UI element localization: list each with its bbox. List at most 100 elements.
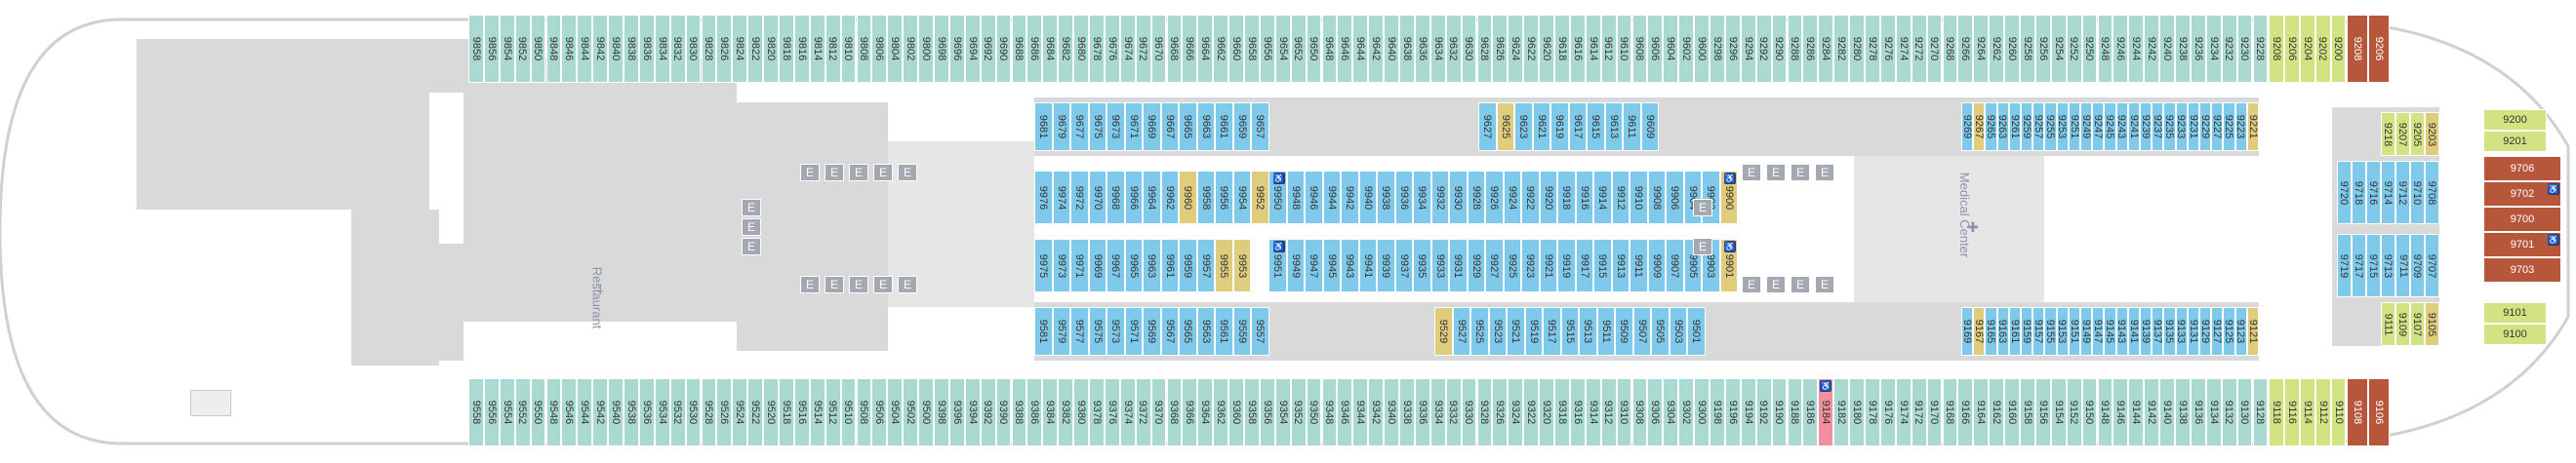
cabin-9660[interactable]: 9660: [1228, 15, 1244, 83]
cabin-9529[interactable]: 9529: [1434, 307, 1453, 356]
cabin-9253[interactable]: 9253: [2056, 102, 2069, 151]
cabin-9719[interactable]: 9719: [2337, 234, 2352, 297]
cabin-9949[interactable]: 9949: [1286, 239, 1305, 292]
cabin-9842[interactable]: 9842: [592, 15, 609, 83]
cabin-9160[interactable]: 9160: [2004, 378, 2020, 446]
cabin-9932[interactable]: 9932: [1430, 171, 1449, 224]
cabin-9511[interactable]: 9511: [1596, 307, 1615, 356]
cabin-9302[interactable]: 9302: [1678, 378, 1695, 446]
cabin-9268[interactable]: 9268: [1942, 15, 1958, 83]
cabin-9686[interactable]: 9686: [1026, 15, 1043, 83]
cabin-9141[interactable]: 9141: [2127, 307, 2140, 356]
cabin-9802[interactable]: 9802: [903, 15, 919, 83]
cabin-9238[interactable]: 9238: [2175, 15, 2191, 83]
cabin-9136[interactable]: 9136: [2190, 378, 2206, 446]
cabin-9808[interactable]: 9808: [856, 15, 872, 83]
cabin-9934[interactable]: 9934: [1413, 171, 1431, 224]
cabin-9663[interactable]: 9663: [1196, 102, 1215, 151]
cabin-9600[interactable]: 9600: [1694, 15, 1710, 83]
cabin-9844[interactable]: 9844: [577, 15, 593, 83]
cabin-9138[interactable]: 9138: [2175, 378, 2191, 446]
cabin-9556[interactable]: 9556: [483, 378, 500, 446]
cabin-9632[interactable]: 9632: [1445, 15, 1462, 83]
cabin-9964[interactable]: 9964: [1143, 171, 1161, 224]
cabin-9680[interactable]: 9680: [1073, 15, 1089, 83]
cabin-9294[interactable]: 9294: [1740, 15, 1756, 83]
cabin-9669[interactable]: 9669: [1143, 102, 1161, 151]
cabin-9644[interactable]: 9644: [1352, 15, 1369, 83]
cabin-9672[interactable]: 9672: [1135, 15, 1151, 83]
cabin-9612[interactable]: 9612: [1600, 15, 1617, 83]
cabin-9390[interactable]: 9390: [995, 378, 1012, 446]
cabin-9225[interactable]: 9225: [2223, 102, 2235, 151]
cabin-9146[interactable]: 9146: [2113, 378, 2129, 446]
cabin-9654[interactable]: 9654: [1274, 15, 1291, 83]
cabin-9143[interactable]: 9143: [2115, 307, 2128, 356]
cabin-9509[interactable]: 9509: [1615, 307, 1633, 356]
cabin-9386[interactable]: 9386: [1026, 378, 1043, 446]
cabin-9340[interactable]: 9340: [1384, 378, 1399, 446]
cabin-9611[interactable]: 9611: [1623, 102, 1641, 151]
cabin-9322[interactable]: 9322: [1523, 378, 1540, 446]
cabin-9150[interactable]: 9150: [2081, 378, 2098, 446]
cabin-9846[interactable]: 9846: [561, 15, 578, 83]
cabin-9501[interactable]: 9501: [1687, 307, 1706, 356]
cabin-9938[interactable]: 9938: [1377, 171, 1395, 224]
cabin-9247[interactable]: 9247: [2092, 102, 2105, 151]
cabin-9388[interactable]: 9388: [1011, 378, 1027, 446]
cabin-9298[interactable]: 9298: [1710, 15, 1725, 83]
cabin-9569[interactable]: 9569: [1143, 307, 1161, 356]
cabin-9528[interactable]: 9528: [701, 378, 717, 446]
cabin-9814[interactable]: 9814: [809, 15, 825, 83]
cabin-9237[interactable]: 9237: [2152, 102, 2164, 151]
cabin-9204[interactable]: 9204: [2299, 15, 2315, 83]
cabin-9636[interactable]: 9636: [1414, 15, 1430, 83]
cabin-9396[interactable]: 9396: [948, 378, 965, 446]
cabin-9131[interactable]: 9131: [2187, 307, 2199, 356]
cabin-9913[interactable]: 9913: [1611, 239, 1630, 292]
cabin-9232[interactable]: 9232: [2221, 15, 2237, 83]
cabin-9820[interactable]: 9820: [763, 15, 779, 83]
cabin-9972[interactable]: 9972: [1070, 171, 1089, 224]
cabin-9954[interactable]: 9954: [1232, 171, 1251, 224]
cabin-9694[interactable]: 9694: [964, 15, 981, 83]
cabin-9269[interactable]: 9269: [1961, 102, 1974, 151]
cabin-9646[interactable]: 9646: [1337, 15, 1353, 83]
cabin-9900[interactable]: 9900♿: [1719, 171, 1738, 224]
cabin-9129[interactable]: 9129: [2199, 307, 2212, 356]
cabin-9540[interactable]: 9540: [608, 378, 624, 446]
cabin-9920[interactable]: 9920: [1539, 171, 1557, 224]
cabin-9935[interactable]: 9935: [1413, 239, 1431, 292]
cabin-9671[interactable]: 9671: [1124, 102, 1143, 151]
cabin-9720[interactable]: 9720: [2337, 161, 2352, 224]
cabin-9968[interactable]: 9968: [1107, 171, 1125, 224]
cabin-9715[interactable]: 9715: [2366, 234, 2381, 297]
cabin-9354[interactable]: 9354: [1274, 378, 1291, 446]
cabin-9676[interactable]: 9676: [1104, 15, 1120, 83]
cabin-9290[interactable]: 9290: [1771, 15, 1788, 83]
cabin-9152[interactable]: 9152: [2066, 378, 2082, 446]
cabin-9384[interactable]: 9384: [1042, 378, 1059, 446]
cabin-9134[interactable]: 9134: [2205, 378, 2222, 446]
cabin-9316[interactable]: 9316: [1569, 378, 1586, 446]
cabin-9137[interactable]: 9137: [2152, 307, 2164, 356]
cabin-9976[interactable]: 9976: [1034, 171, 1053, 224]
cabin-9623[interactable]: 9623: [1514, 102, 1533, 151]
cabin-9581[interactable]: 9581: [1034, 307, 1053, 356]
cabin-9625[interactable]: 9625: [1496, 102, 1514, 151]
cabin-9246[interactable]: 9246: [2113, 15, 2129, 83]
cabin-9640[interactable]: 9640: [1384, 15, 1399, 83]
cabin-9955[interactable]: 9955: [1215, 239, 1233, 292]
cabin-9667[interactable]: 9667: [1160, 102, 1179, 151]
cabin-9334[interactable]: 9334: [1429, 378, 1446, 446]
cabin-9196[interactable]: 9196: [1724, 378, 1741, 446]
cabin-9946[interactable]: 9946: [1305, 171, 1323, 224]
cabin-9318[interactable]: 9318: [1554, 378, 1570, 446]
cabin-9523[interactable]: 9523: [1488, 307, 1507, 356]
cabin-9221[interactable]: 9221: [2246, 102, 2259, 151]
cabin-9911[interactable]: 9911: [1630, 239, 1648, 292]
cabin-9852[interactable]: 9852: [514, 15, 531, 83]
cabin-9378[interactable]: 9378: [1089, 378, 1105, 446]
cabin-9149[interactable]: 9149: [2080, 307, 2093, 356]
cabin-9190[interactable]: 9190: [1771, 378, 1788, 446]
